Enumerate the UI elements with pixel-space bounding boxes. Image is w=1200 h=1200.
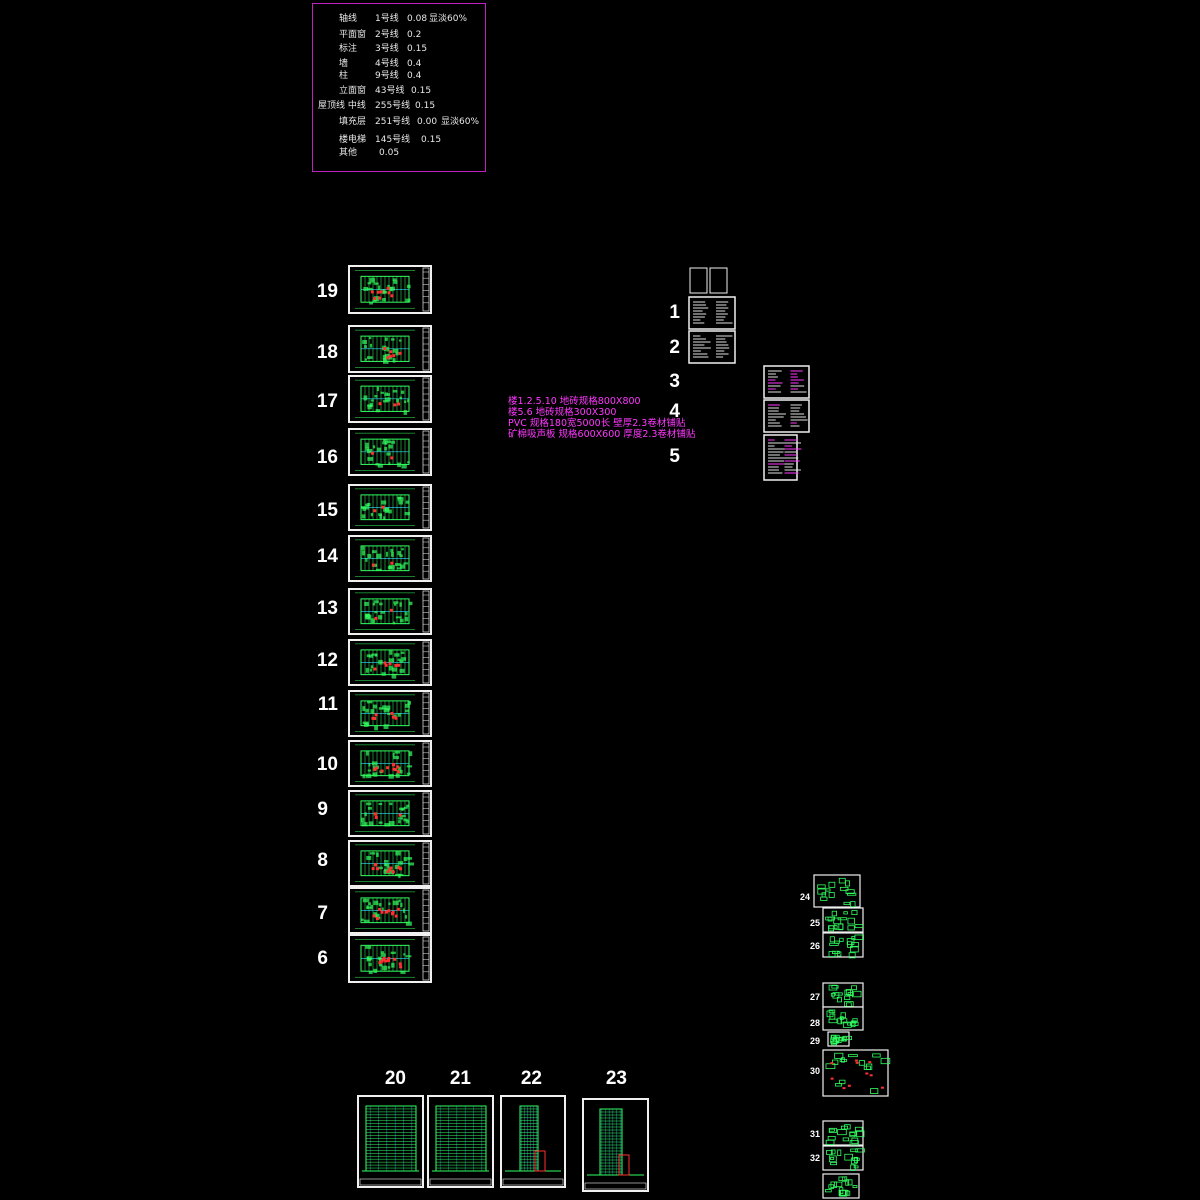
legend-extra: 显淡60% [441,117,480,127]
sheet-number: 23 [605,1068,627,1089]
sheet-number: 22 [520,1068,542,1089]
legend-width: 0.05 [379,148,400,158]
sheet-number: 11 [317,694,338,715]
title-block [422,537,430,580]
title-block [422,327,430,371]
sheet-number: 21 [449,1068,471,1089]
title-block [422,486,430,529]
cover-sheet [689,267,708,294]
title-block [422,692,430,735]
sheet-number: 3 [669,371,680,392]
title-block [422,377,430,421]
sheet-number: 4 [669,401,680,422]
sheet-number: 9 [317,799,328,820]
legend-line: 2号线 [375,30,399,40]
sheet-number: 20 [384,1068,406,1089]
sheet-number: 19 [316,281,338,302]
legend-width: 0.00 [417,117,438,127]
sheet-number: 24 [799,892,810,902]
legend-width: 0.15 [421,135,442,145]
legend-row: 平面窗 [339,30,367,40]
legend-width: 0.08 [407,14,428,24]
legend-row: 楼电梯 [339,135,367,145]
sheet-number: 32 [809,1153,820,1163]
cover-sheet [709,267,728,294]
legend-row: 其他 [339,148,358,158]
legend-width: 0.15 [407,44,428,54]
legend-row: 墙 [339,59,349,69]
legend-width: 0.2 [407,30,422,40]
legend-row: 轴线 [339,14,358,24]
sheet-number: 6 [317,948,328,969]
title-block [422,842,430,885]
legend-line: 4号线 [375,59,399,69]
sheet-number: 16 [316,447,338,468]
title-block [422,430,430,474]
sheet-number: 8 [317,850,328,871]
sheet-number: 29 [809,1036,820,1046]
title-block [422,936,430,981]
detail-sheet [822,1173,860,1199]
legend-row: 柱 [339,71,349,81]
sheet-number: 26 [809,941,820,951]
legend-row: 标注 [339,44,358,54]
title-block [422,742,430,785]
sheet-number: 1 [669,302,680,323]
sheet-number: 15 [316,500,338,521]
sheet-number: 12 [316,650,338,671]
note-line: 矿棉吸声板 规格600X600 厚度2.3卷材铺贴 [508,429,696,440]
sheet-number: 28 [809,1018,820,1028]
legend-line: 43号线 [375,86,405,96]
note-line: 楼1.2.5.10 地砖规格800X800 [508,396,641,407]
legend-width: 0.4 [407,71,422,81]
title-block [422,641,430,684]
sheet-number: 18 [316,342,338,363]
sheet-number: 5 [669,446,680,467]
sheet-number: 25 [809,918,820,928]
legend-line: 9号线 [375,71,399,81]
sheet-number: 17 [316,391,338,412]
legend-width: 0.15 [415,101,436,111]
sheet-number: 7 [317,903,328,924]
note-line: PVC 规格180宽5000长 壁厚2.3卷材铺贴 [508,418,686,429]
legend-row: 立面窗 [339,86,367,96]
sheet-number: 31 [809,1129,820,1139]
legend-line: 251号线 [375,117,411,127]
sheet-number: 14 [316,546,338,567]
legend-row: 填充层 [339,117,367,127]
title-block [422,590,430,633]
note-line: 楼5.6 地砖规格300X300 [508,407,617,418]
legend-row: 屋顶线 中线 [318,101,366,111]
sheet-number: 10 [316,754,338,775]
title-block [422,889,430,932]
sheet-number: 27 [809,992,820,1002]
sheet-number: 13 [316,598,338,619]
legend-line: 255号线 [375,101,411,111]
legend-line: 145号线 [375,135,411,145]
legend-line: 1号线 [375,14,399,24]
title-block [422,267,430,312]
legend-width: 0.4 [407,59,422,69]
title-block [422,792,430,835]
legend-width: 0.15 [411,86,432,96]
legend-line: 3号线 [375,44,399,54]
detail-sheet [813,874,861,908]
sheet-number: 30 [809,1066,820,1076]
legend-extra: 显淡60% [429,14,468,24]
sheet-number: 2 [669,337,680,358]
line-weight-legend: 轴线 1号线 0.08 显淡60% 平面窗 2号线 0.2 标注 3号线 0.1… [312,3,486,172]
